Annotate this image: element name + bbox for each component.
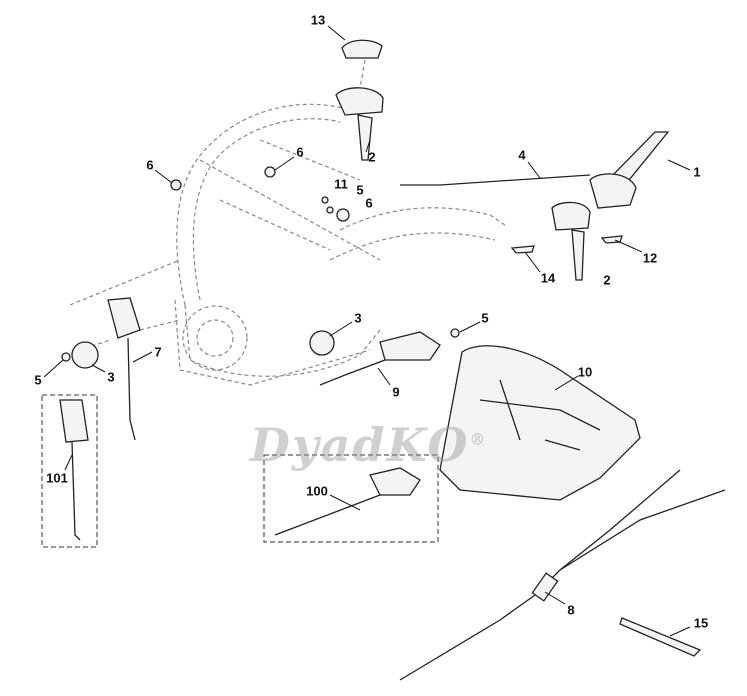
callout-14: 14 <box>540 270 556 286</box>
callout-5: 5 <box>34 372 42 388</box>
callout-15: 15 <box>693 615 709 631</box>
part-13-cap <box>341 39 383 59</box>
callout-2: 2 <box>368 149 376 165</box>
callout-3: 3 <box>354 310 362 326</box>
part-3-ball <box>71 341 99 369</box>
part-6-knob <box>170 179 182 191</box>
callout-13: 13 <box>310 12 326 28</box>
watermark: DyadKO® <box>250 418 487 472</box>
part-7-bracket <box>107 297 141 339</box>
part-14-clip <box>510 245 535 254</box>
callout-6: 6 <box>296 144 304 160</box>
callout-6: 6 <box>146 157 154 173</box>
detail-box-101 <box>41 394 98 548</box>
callout-11: 11 <box>334 176 348 192</box>
callout-101: 101 <box>46 470 68 486</box>
part-9-assembly <box>379 331 441 361</box>
detail-box-100 <box>263 454 439 543</box>
callout-4: 4 <box>518 147 526 163</box>
part-2-lever-upper <box>335 87 384 116</box>
callout-10: 10 <box>577 364 593 380</box>
callout-12: 12 <box>642 250 658 266</box>
callout-2: 2 <box>603 272 611 288</box>
callout-6: 6 <box>365 195 373 211</box>
callout-7: 7 <box>154 344 162 360</box>
callout-100: 100 <box>306 483 328 499</box>
callout-1: 1 <box>693 164 701 180</box>
callout-9: 9 <box>392 384 400 400</box>
callout-5: 5 <box>481 310 489 326</box>
leader-lines <box>43 25 691 637</box>
part-10-shield <box>439 345 641 501</box>
watermark-text: DyadKO <box>250 418 470 472</box>
handle-frame <box>64 103 506 386</box>
part-4-cable <box>400 174 591 186</box>
callout-5: 5 <box>356 182 364 198</box>
part-2-lever-lower <box>551 201 591 231</box>
callout-3: 3 <box>107 369 115 385</box>
watermark-registered: ® <box>469 429 488 449</box>
callout-8: 8 <box>567 602 575 618</box>
part-15-strap <box>619 617 702 657</box>
